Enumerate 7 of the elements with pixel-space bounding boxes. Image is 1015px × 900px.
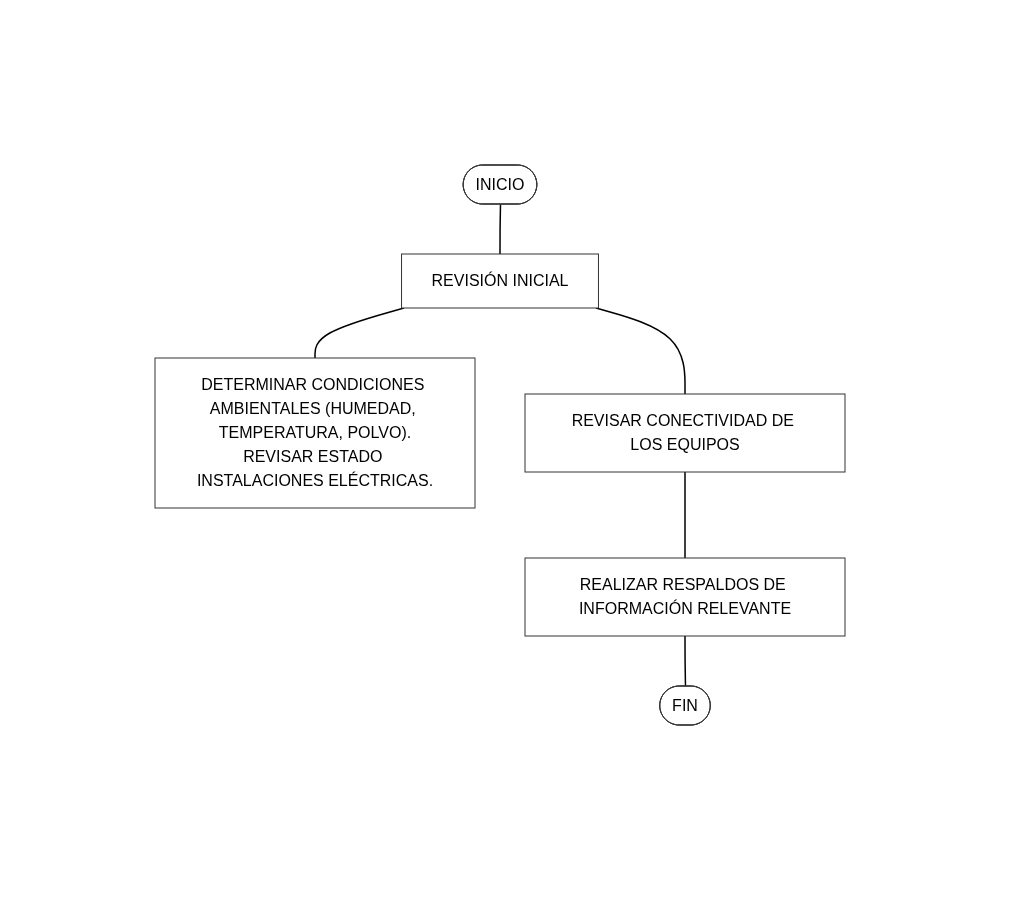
connector (499, 203, 502, 255)
node-box: REALIZAR RESPALDOS DE INFORMACIÓN RELEVANTE (524, 557, 846, 637)
node-box: REVISIÓN INICIAL (401, 253, 599, 309)
connector (684, 471, 686, 559)
node-box: DETERMINAR CONDICIONES AMBIENTALES (HUMEDAD, TEMPERATURA, POLVO). REVISAR ESTADO INSTALACIONES ELÉCTRICAS. (154, 357, 476, 509)
node-box: REVISAR CONECTIVIDAD DE LOS EQUIPOS (524, 393, 846, 473)
connector (684, 635, 687, 688)
